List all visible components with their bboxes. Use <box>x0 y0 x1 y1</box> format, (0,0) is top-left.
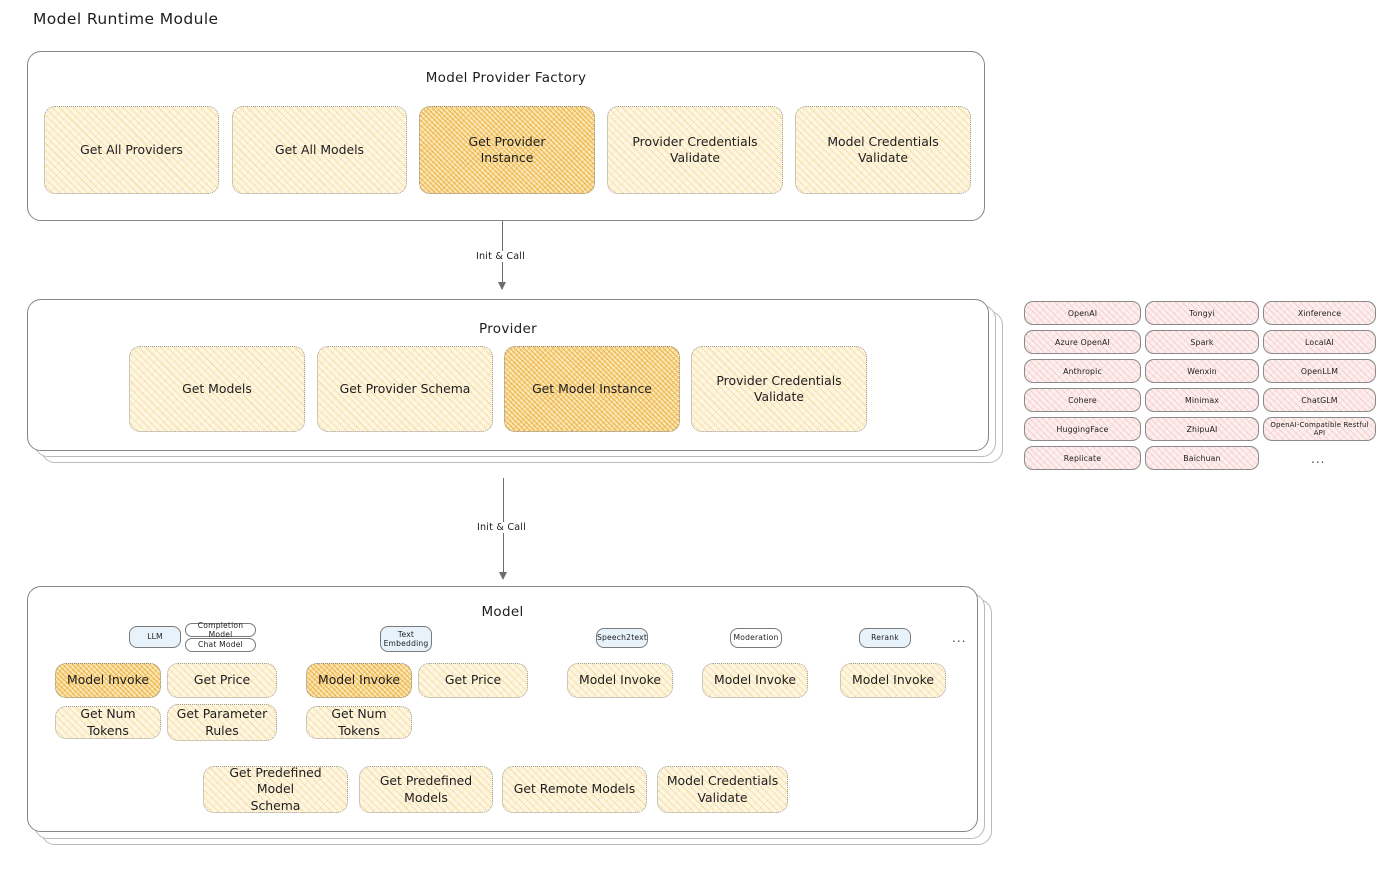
node-get-all-providers[interactable]: Get All Providers <box>44 106 219 194</box>
node-get-remote-models[interactable]: Get Remote Models <box>502 766 647 813</box>
arrow-factory-to-provider-label: Init & Call <box>471 251 531 262</box>
node-provider-credentials-validate[interactable]: Provider Credentials Validate <box>691 346 867 432</box>
node-get-predefined-models[interactable]: Get Predefined Models <box>359 766 493 813</box>
node-moderation-model-invoke[interactable]: Model Invoke <box>702 663 808 698</box>
node-get-all-models[interactable]: Get All Models <box>232 106 407 194</box>
node-get-provider-instance[interactable]: Get Provider Instance <box>419 106 595 194</box>
provider-chip-zhipuai[interactable]: ZhipuAI <box>1145 417 1259 441</box>
model-subtype-badge-completion-model[interactable]: Completion Model <box>185 621 256 639</box>
provider-chip-openllm[interactable]: OpenLLM <box>1263 359 1376 383</box>
arrow-factory-to-provider-head <box>498 282 506 290</box>
node-get-model-instance[interactable]: Get Model Instance <box>504 346 680 432</box>
node-model-credentials-validate-factory[interactable]: Model Credentials Validate <box>795 106 971 194</box>
model-type-badge-moderation[interactable]: Moderation <box>730 628 782 648</box>
provider-chip-spark[interactable]: Spark <box>1145 330 1259 354</box>
node-llm-get-parameter-rules[interactable]: Get Parameter Rules <box>167 704 277 741</box>
arrow-provider-to-model-label: Init & Call <box>472 522 532 533</box>
provider-chip-baichuan[interactable]: Baichuan <box>1145 446 1259 470</box>
model-type-badge-llm[interactable]: LLM <box>129 626 181 648</box>
provider-chip-minimax[interactable]: Minimax <box>1145 388 1259 412</box>
provider-chip-replicate[interactable]: Replicate <box>1024 446 1141 470</box>
provider-title: Provider <box>479 321 537 337</box>
node-llm-get-num-tokens[interactable]: Get Num Tokens <box>55 706 161 739</box>
model-subtype-badge-chat-model[interactable]: Chat Model <box>185 638 256 652</box>
node-rerank-model-invoke[interactable]: Model Invoke <box>840 663 946 698</box>
model-type-badge-rerank[interactable]: Rerank <box>859 628 911 648</box>
node-provider-credentials-validate-factory[interactable]: Provider Credentials Validate <box>607 106 783 194</box>
node-get-provider-schema[interactable]: Get Provider Schema <box>317 346 493 432</box>
node-get-models[interactable]: Get Models <box>129 346 305 432</box>
provider-chip-cohere[interactable]: Cohere <box>1024 388 1141 412</box>
node-text-embedding-get-num-tokens[interactable]: Get Num Tokens <box>306 706 412 739</box>
provider-chip-xinference[interactable]: Xinference <box>1263 301 1376 325</box>
model-type-badge-text-embedding[interactable]: Text Embedding <box>380 626 432 652</box>
model-title: Model <box>481 604 524 620</box>
provider-list-ellipsis: ... <box>1311 452 1326 466</box>
node-model-credentials-validate[interactable]: Model Credentials Validate <box>657 766 788 813</box>
node-get-predefined-model-schema[interactable]: Get Predefined Model Schema <box>203 765 348 813</box>
provider-chip-tongyi[interactable]: Tongyi <box>1145 301 1259 325</box>
provider-chip-localai[interactable]: LocalAI <box>1263 330 1376 354</box>
provider-chip-wenxin[interactable]: Wenxin <box>1145 359 1259 383</box>
provider-chip-huggingface[interactable]: HuggingFace <box>1024 417 1141 441</box>
node-text-embedding-get-price[interactable]: Get Price <box>418 663 528 698</box>
provider-chip-chatglm[interactable]: ChatGLM <box>1263 388 1376 412</box>
model-provider-factory-title: Model Provider Factory <box>425 70 587 86</box>
node-llm-get-price[interactable]: Get Price <box>167 663 277 698</box>
provider-chip-openai-compatible-restful-api[interactable]: OpenAI-Compatible Restful API <box>1263 417 1376 441</box>
provider-chip-azure-openai[interactable]: Azure OpenAI <box>1024 330 1141 354</box>
provider-chip-anthropic[interactable]: Anthropic <box>1024 359 1141 383</box>
model-type-badge-speech2text[interactable]: Speech2text <box>596 628 648 648</box>
arrow-provider-to-model-head <box>499 572 507 580</box>
model-types-ellipsis: ... <box>952 631 967 645</box>
node-llm-model-invoke[interactable]: Model Invoke <box>55 663 161 698</box>
provider-chip-openai[interactable]: OpenAI <box>1024 301 1141 325</box>
node-speech2text-model-invoke[interactable]: Model Invoke <box>567 663 673 698</box>
page-title: Model Runtime Module <box>33 10 219 28</box>
node-text-embedding-model-invoke[interactable]: Model Invoke <box>306 663 412 698</box>
